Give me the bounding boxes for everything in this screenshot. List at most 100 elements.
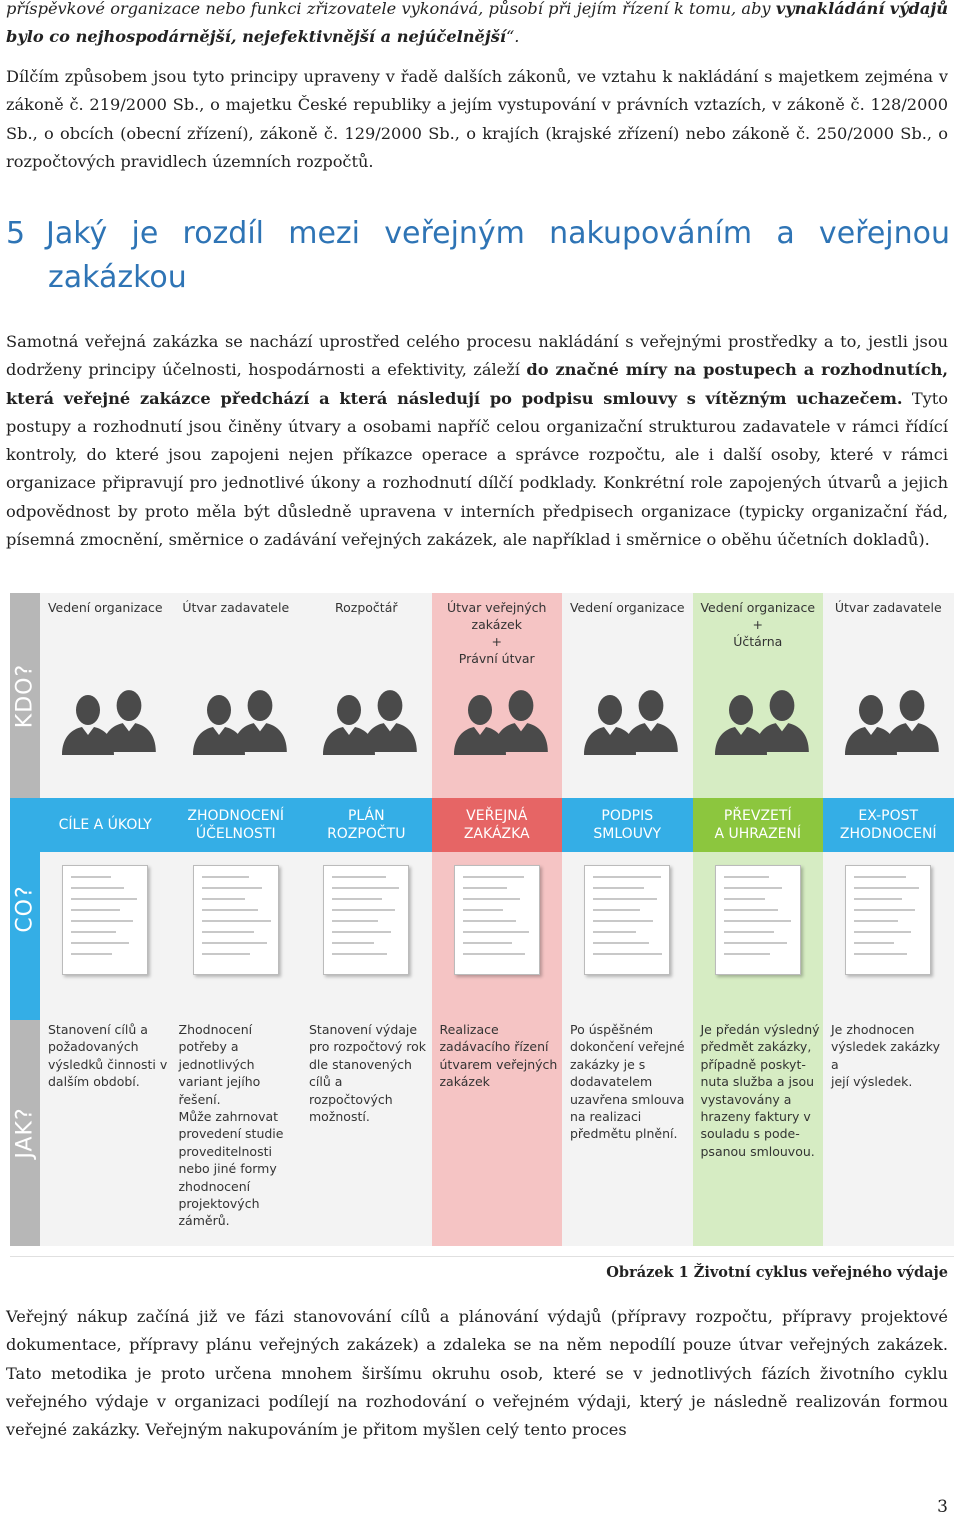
document-thumbnail [192,865,279,975]
document-line [593,909,640,911]
document-line [332,931,391,933]
figure-caption: Obrázek 1 Životní cyklus veřejného výdaj… [606,1264,948,1281]
how-line: potřeby a [178,1039,239,1055]
document-line [201,931,254,933]
body-text-2: Tyto postupy a rozhodnutí jsou činěny út… [6,388,949,550]
document-line [854,942,894,944]
phase-label-text: PODPIS SMLOUVY [593,807,661,843]
laws-text: Dílčím způsobem jsou tyto principy uprav… [6,67,948,171]
who-label-line: + [491,634,502,649]
closing-text: Veřejný nákup začíná již ve fázi stanovo… [6,1307,948,1440]
how-line: cílů a rozpočtových [309,1074,393,1107]
document-line [854,887,919,889]
how-line: Stanovení cílů a [48,1022,148,1037]
document-line [462,942,512,944]
document-line [71,876,111,878]
document-line [201,909,258,911]
document-line [593,898,657,900]
how-line: hrazeny faktury v [700,1109,811,1125]
document-line [201,920,271,922]
heading-number: 5 [6,216,26,251]
intro-bold-2: výdajů bylo co nejhospodárnější, nejefek… [6,0,948,47]
phase-label-line: ZHODNOCENÍ [839,826,937,842]
phase-label-line: VEŘEJNÁ [466,808,528,824]
how-line: Stanovení výdaje [309,1022,418,1037]
phase-label-line: PODPIS [601,808,654,824]
document-line [723,909,778,911]
how-line: Je předán výsledný [700,1022,820,1037]
how-line: zakázky je s [570,1056,646,1072]
how-line: dalším období. [48,1074,140,1090]
side-label-what-text: CO? [12,885,38,933]
phase-label-line: CÍLE A ÚKOLY [58,817,152,833]
document-line [462,887,507,889]
who-label: Útvar zadavatele [171,599,302,616]
intro-bold-1: vynakládání [775,0,885,18]
how-line: výsledek zakázky a [831,1039,940,1072]
person-icon [584,695,636,755]
document-line [854,931,911,933]
how-line: záměrů. [178,1213,230,1229]
who-label-line: Útvar zadavatele [834,600,942,615]
who-label-line: Vedení organizace [569,600,685,615]
document-line [723,942,787,944]
document-line [723,887,782,889]
person-icon [885,690,939,752]
document-line [332,909,395,911]
who-label-line: Právní útvar [458,651,535,666]
person-icon [102,690,156,752]
how-line: provedení studie [178,1126,284,1142]
body-bold: do značné míry na postupech a rozhodnutí… [6,360,948,408]
document-line [71,953,112,955]
phase-label: PODPIS SMLOUVY [562,798,693,852]
person-icon [453,695,506,755]
phase-label-line: ÚČELNOSTI [195,826,276,842]
person-icon [624,690,678,752]
who-label-line: + [752,617,763,632]
document-line [593,942,649,944]
document-thumbnail [323,865,409,975]
how-line: řešení. [178,1091,221,1107]
intro-end: “. [505,27,520,47]
who-label-line: Rozpočtář [335,600,398,615]
side-label-what: CO? [10,798,40,1020]
figure-divider [10,1256,954,1257]
how-line: dodavatelem [570,1074,653,1090]
phase-label-line: SMLOUVY [593,826,662,842]
laws-paragraph: Dílčím způsobem jsou tyto principy uprav… [6,63,948,176]
document-line [332,876,386,878]
document-line [201,898,245,900]
document-line [332,942,374,944]
document-line [332,920,378,922]
document-line [462,876,524,878]
document-line [71,887,124,889]
intro-text: příspěvkové organizace nebo funkci zřizo… [6,0,771,18]
closing-paragraph: Veřejný nákup začíná již ve fázi stanovo… [6,1303,948,1444]
who-label-line: Vedení organizace [47,600,163,615]
document-thumbnail [62,865,148,975]
how-line: dle stanovených [309,1056,412,1072]
how-line: variant jejího [178,1074,261,1090]
how-line: Po úspěšném [570,1022,654,1037]
document-line [201,953,250,955]
how-line: nebo jiné formy [178,1161,277,1177]
document-line [71,920,133,922]
how-line: předmětu plnění. [570,1126,678,1142]
phase-label-line: A UHRAZENÍ [714,826,802,842]
how-line: psanou smlouvou. [700,1143,815,1159]
document-line [332,898,382,900]
document-thumbnail [845,865,931,975]
document-line [593,931,636,933]
who-label-line: Vedení organizace [700,600,816,615]
body-paragraph: Samotná veřejná zakázka se nachází upros… [6,328,948,554]
phase-label-line: EX-POST [858,808,919,824]
